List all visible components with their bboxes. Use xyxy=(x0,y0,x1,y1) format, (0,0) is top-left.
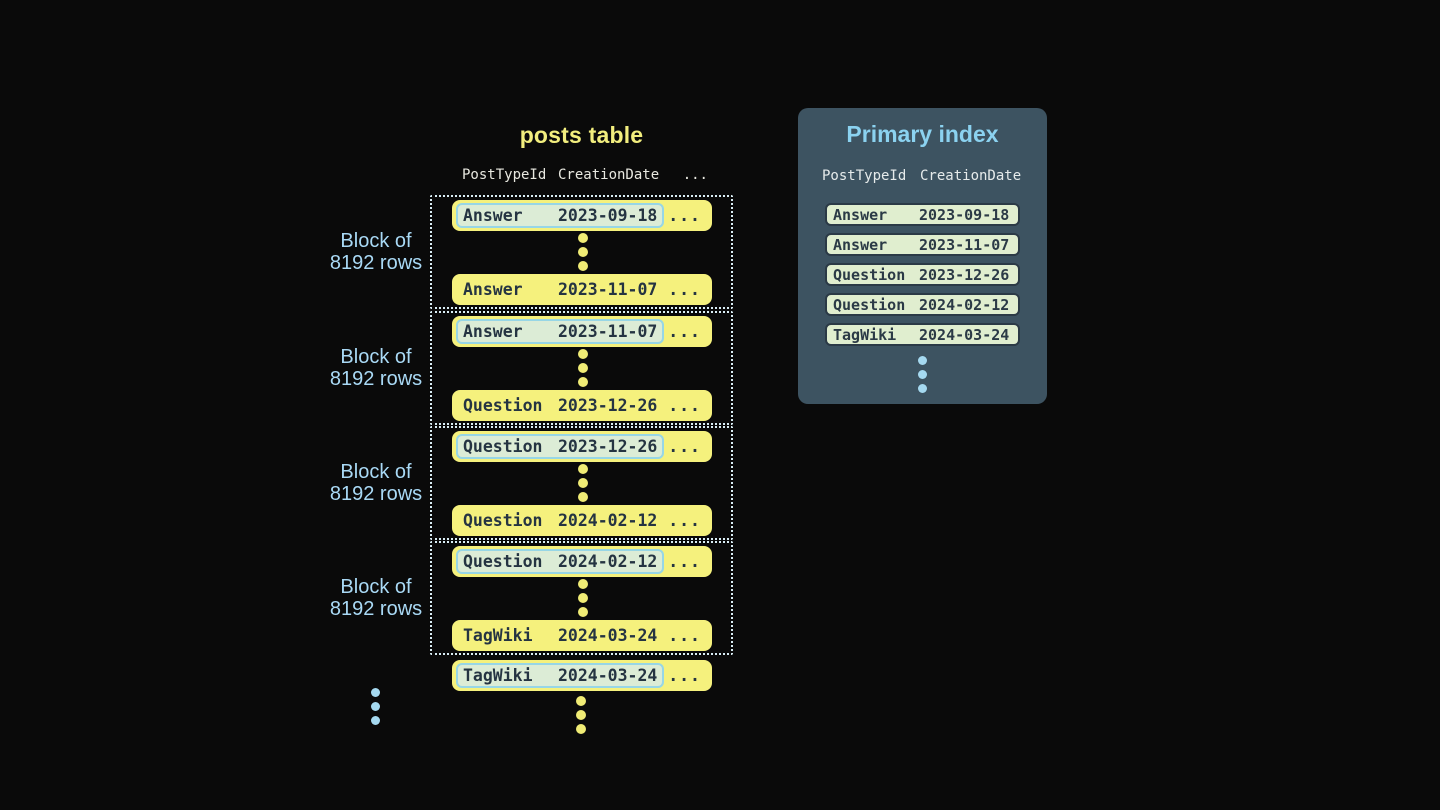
header-creationdate: CreationDate xyxy=(920,168,1022,184)
row-continuation-dots xyxy=(578,579,588,621)
index-entry-1: Answer 2023-09-18 xyxy=(825,203,1020,226)
row-ellipsis: ... xyxy=(668,666,701,685)
index-entry-5: TagWiki 2024-03-24 xyxy=(825,323,1020,346)
table-row-block1-last: Answer 2023-11-07 ... xyxy=(452,274,712,305)
cell-creationdate: 2024-03-24 xyxy=(558,626,658,645)
block-size-label-4: Block of 8192 rows xyxy=(306,541,446,655)
row-ellipsis: ... xyxy=(668,511,701,530)
index-entry-2: Answer 2023-11-07 xyxy=(825,233,1020,256)
posts-table-header-row: PostTypeId CreationDate ... xyxy=(462,167,708,183)
cell-creationdate: 2023-09-18 xyxy=(558,206,658,225)
block-label-line1: Block of xyxy=(340,345,412,368)
cell-posttypeid: Answer xyxy=(833,235,888,254)
header-creationdate: CreationDate xyxy=(558,167,660,183)
cell-posttypeid: TagWiki xyxy=(463,626,533,645)
cell-group: TagWiki 2024-03-24 xyxy=(456,623,664,648)
header-ellipsis: ... xyxy=(682,167,708,183)
cell-posttypeid: Answer xyxy=(463,206,523,225)
cell-creationdate: 2023-12-26 xyxy=(919,265,1010,284)
row-ellipsis: ... xyxy=(668,322,701,341)
index-highlight: TagWiki 2024-03-24 xyxy=(456,663,665,688)
cell-creationdate: 2023-11-07 xyxy=(919,235,1010,254)
table-row-block4-last: TagWiki 2024-03-24 ... xyxy=(452,620,712,651)
index-highlight: Question 2023-12-26 xyxy=(456,434,665,459)
row-ellipsis: ... xyxy=(668,206,701,225)
index-highlight: Answer 2023-11-07 xyxy=(456,319,665,344)
posts-table-title: posts table xyxy=(519,122,644,148)
index-highlight: Question 2024-02-12 xyxy=(456,549,665,574)
index-continuation-dots xyxy=(918,356,927,398)
block-size-label-2: Block of 8192 rows xyxy=(306,311,446,425)
primary-index-header-row: PostTypeId CreationDate xyxy=(822,168,1021,184)
cell-group: Question 2024-02-12 xyxy=(456,508,664,533)
blocks-continuation-dots xyxy=(371,688,380,730)
cell-creationdate: 2023-11-07 xyxy=(558,322,658,341)
table-block-2: Answer 2023-11-07 ... Question 2023-12-2… xyxy=(430,311,733,425)
table-block-3: Question 2023-12-26 ... Question 2024-02… xyxy=(430,426,733,540)
row-continuation-dots xyxy=(578,349,588,391)
table-block-4: Question 2024-02-12 ... TagWiki 2024-03-… xyxy=(430,541,733,655)
cell-posttypeid: Answer xyxy=(833,205,888,224)
row-continuation-dots xyxy=(578,464,588,506)
cell-posttypeid: Answer xyxy=(463,280,523,299)
block-label-line2: 8192 rows xyxy=(329,483,423,505)
table-row-overflow-first: TagWiki 2024-03-24 ... xyxy=(452,660,712,691)
table-row-block1-first: Answer 2023-09-18 ... xyxy=(452,200,712,231)
table-continuation-dots xyxy=(576,696,586,738)
row-ellipsis: ... xyxy=(668,437,701,456)
table-block-1: Answer 2023-09-18 ... Answer 2023-11-07 … xyxy=(430,195,733,309)
index-entry-4: Question 2024-02-12 xyxy=(825,293,1020,316)
cell-creationdate: 2023-11-07 xyxy=(558,280,658,299)
cell-creationdate: 2024-02-12 xyxy=(558,511,658,530)
cell-posttypeid: Question xyxy=(833,265,906,284)
index-highlight: Answer 2023-09-18 xyxy=(456,203,665,228)
cell-creationdate: 2023-09-18 xyxy=(919,205,1010,224)
row-ellipsis: ... xyxy=(668,552,701,571)
cell-creationdate: 2023-12-26 xyxy=(558,437,658,456)
table-row-block2-last: Question 2023-12-26 ... xyxy=(452,390,712,421)
cell-group: Answer 2023-11-07 xyxy=(456,277,664,302)
block-label-line1: Block of xyxy=(340,460,412,483)
cell-posttypeid: Question xyxy=(463,396,543,415)
cell-posttypeid: Answer xyxy=(463,322,523,341)
cell-creationdate: 2024-02-12 xyxy=(919,295,1010,314)
cell-posttypeid: Question xyxy=(833,295,906,314)
cell-creationdate: 2024-03-24 xyxy=(919,325,1010,344)
row-continuation-dots xyxy=(578,233,588,275)
row-ellipsis: ... xyxy=(668,280,701,299)
block-label-line2: 8192 rows xyxy=(329,598,423,620)
cell-posttypeid: Question xyxy=(463,552,543,571)
cell-posttypeid: Question xyxy=(463,511,543,530)
cell-creationdate: 2023-12-26 xyxy=(558,396,658,415)
block-label-line2: 8192 rows xyxy=(329,368,423,390)
cell-group: Question 2023-12-26 xyxy=(456,393,664,418)
row-ellipsis: ... xyxy=(668,396,701,415)
cell-posttypeid: Question xyxy=(463,437,543,456)
block-label-line1: Block of xyxy=(340,229,412,252)
header-posttypeid: PostTypeId xyxy=(462,167,547,183)
index-entry-3: Question 2023-12-26 xyxy=(825,263,1020,286)
primary-index-panel: Primary index PostTypeId CreationDate An… xyxy=(798,108,1047,404)
table-row-block3-first: Question 2023-12-26 ... xyxy=(452,431,712,462)
block-size-label-3: Block of 8192 rows xyxy=(306,426,446,540)
header-posttypeid: PostTypeId xyxy=(822,168,907,184)
table-row-block2-first: Answer 2023-11-07 ... xyxy=(452,316,712,347)
cell-posttypeid: TagWiki xyxy=(833,325,897,344)
cell-creationdate: 2024-03-24 xyxy=(558,666,658,685)
block-label-line2: 8192 rows xyxy=(329,252,423,274)
cell-posttypeid: TagWiki xyxy=(463,666,533,685)
block-size-label-1: Block of 8192 rows xyxy=(306,195,446,309)
table-row-block4-first: Question 2024-02-12 ... xyxy=(452,546,712,577)
primary-index-title: Primary index xyxy=(846,121,999,147)
block-label-line1: Block of xyxy=(340,575,412,598)
row-ellipsis: ... xyxy=(668,626,701,645)
cell-creationdate: 2024-02-12 xyxy=(558,552,658,571)
table-row-block3-last: Question 2024-02-12 ... xyxy=(452,505,712,536)
